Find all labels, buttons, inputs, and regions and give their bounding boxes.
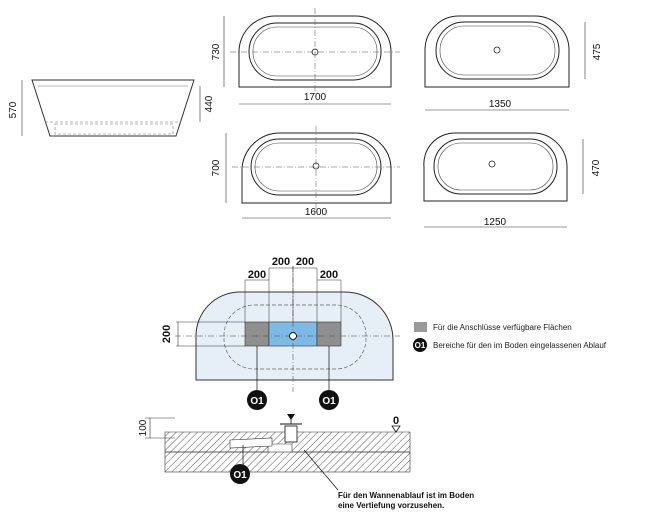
side-height-inner: 440 <box>204 95 215 112</box>
tub-1350-width: 1350 <box>489 99 512 110</box>
note-line-1: Für den Wannenablauf ist im Boden <box>338 491 474 500</box>
legend-label-floor-drain: Bereiche für den im Boden eingelassenen … <box>433 341 607 350</box>
legend: Für die Anschlüsse verfügbare Flächen O1… <box>413 322 607 352</box>
note-line-2: eine Vertiefung vorzusehen. <box>338 501 444 510</box>
tub-1250-plan: 1250 470 <box>423 132 602 228</box>
side-view: 570 440 <box>8 79 215 137</box>
tub-1700-depth: 730 <box>211 43 222 60</box>
section-outlet-marker: O1 <box>230 464 250 484</box>
section-outlet-marker-label: O1 <box>233 470 247 481</box>
tub-1600-depth: 700 <box>211 159 222 176</box>
tub-1700-plan: 1700 730 <box>211 8 400 105</box>
outlet-marker-right-label: O1 <box>322 396 336 407</box>
tub-1350-depth: 475 <box>592 43 603 60</box>
plan-dim-top-mid-right: 200 <box>296 256 314 268</box>
legend-swatch-grey <box>414 322 427 332</box>
side-height-outer: 570 <box>8 101 19 118</box>
floor-section: 100 0 O1 <box>138 414 411 491</box>
tub-1250-depth: 470 <box>591 159 602 176</box>
outlet-marker-left: O1 <box>247 390 267 410</box>
plan-dim-top-right: 200 <box>320 269 338 281</box>
tub-1250-width: 1250 <box>484 217 507 228</box>
plan-dim-top-left: 200 <box>248 269 266 281</box>
plan-dim-depth: 200 <box>161 325 173 343</box>
outlet-marker-left-label: O1 <box>250 396 264 407</box>
section-depth: 100 <box>138 419 149 436</box>
tub-1700-width: 1700 <box>304 92 327 103</box>
legend-outlet-symbol: O1 <box>415 341 426 350</box>
installation-plan: 200 200 200 200 200 O1 O1 <box>161 256 400 410</box>
tub-1600-plan: 1600 700 <box>211 126 400 219</box>
legend-outlet-icon <box>413 338 427 352</box>
tub-1600-width: 1600 <box>305 207 328 218</box>
outlet-marker-right: O1 <box>319 390 339 410</box>
tub-1350-plan: 1350 475 <box>424 15 603 111</box>
installation-note: Für den Wannenablauf ist im Boden eine V… <box>338 491 474 510</box>
section-level: 0 <box>393 415 399 427</box>
legend-label-available-area: Für die Anschlüsse verfügbare Flächen <box>433 323 572 332</box>
plan-dim-top-mid-left: 200 <box>272 256 290 268</box>
